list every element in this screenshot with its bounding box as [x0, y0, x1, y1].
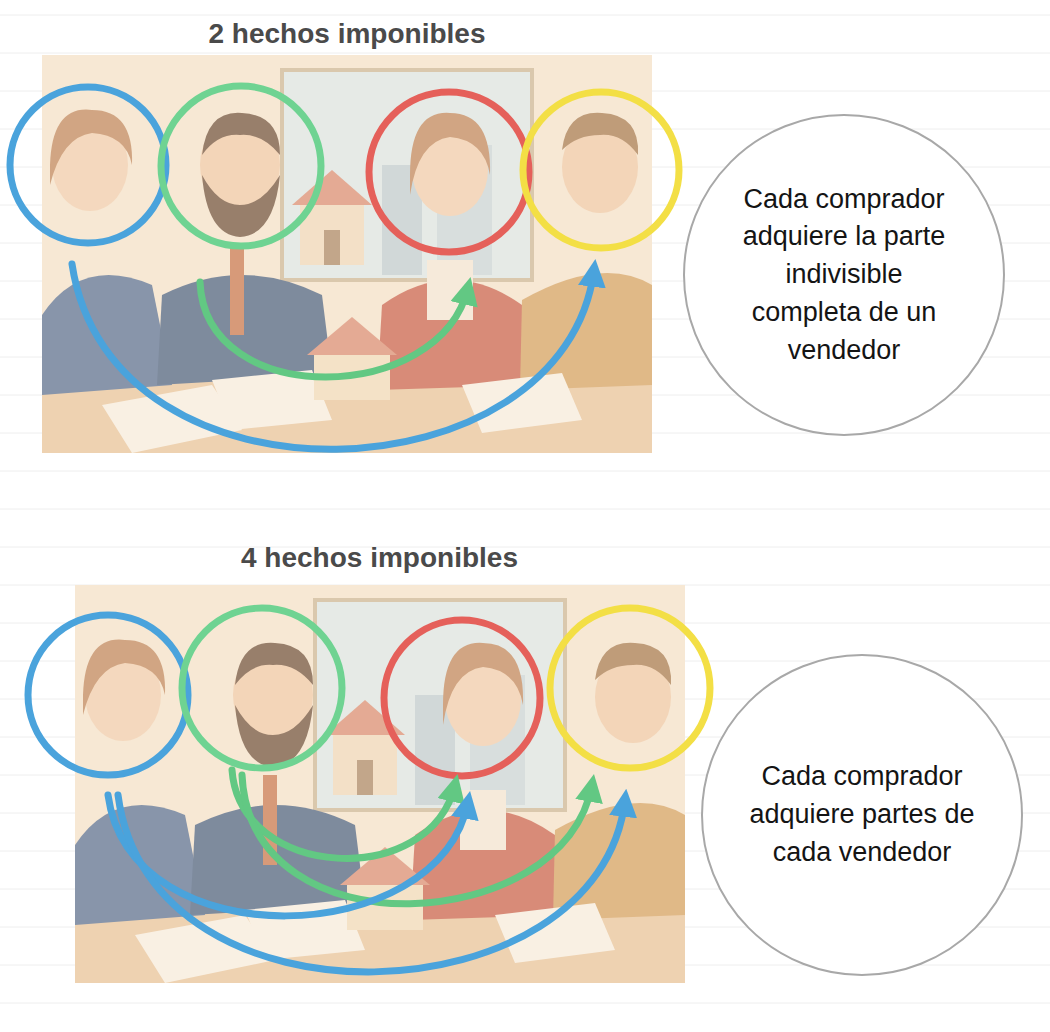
panel-heading: 2 hechos imponibles	[42, 14, 652, 54]
picture-panel: 4 hechos imponibles	[75, 538, 684, 983]
person-rings	[10, 86, 679, 252]
note-text: Cada comprador adquiere partes de cada v…	[731, 758, 993, 871]
note-text: Cada comprador adquiere la parte indivis…	[728, 181, 960, 370]
transfer-arrows	[108, 770, 625, 972]
person-rings	[28, 608, 710, 776]
picture-panel: 2 hechos imponibles	[42, 14, 652, 453]
panel-heading: 4 hechos imponibles	[75, 538, 684, 578]
transfer-arrows	[72, 264, 594, 449]
ruled-lines	[0, 15, 1050, 1003]
note-circle: Cada comprador adquiere la parte indivis…	[683, 114, 1005, 436]
note-circle: Cada comprador adquiere partes de cada v…	[701, 654, 1023, 976]
meeting-picture	[42, 55, 652, 453]
